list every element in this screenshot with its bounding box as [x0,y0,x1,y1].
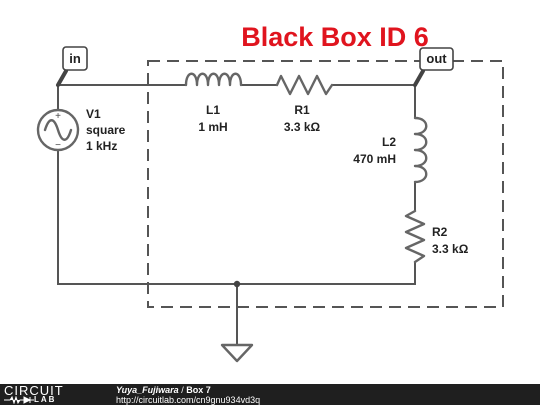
r1-name-label: R1 [294,103,310,117]
source-name-label: V1 [86,107,101,121]
footer-bar: CIRCUIT LAB Yuya_Fujiwara / Box 7 http:/… [0,384,540,405]
circuitlab-logo[interactable]: CIRCUIT LAB [4,384,92,404]
logo-bottom-text: LAB [34,395,57,404]
schematic-title: Black Box ID 6 [241,22,429,52]
l2-value-label: 470 mH [353,152,396,166]
circuit-url-link[interactable]: http://circuitlab.com/cn9gnu934vd3q [116,395,261,405]
l1-value-label: 1 mH [198,120,227,134]
l2-name-label: L2 [382,135,396,149]
logo-top-text: CIRCUIT [4,384,64,398]
circuit-name-link[interactable]: Box 7 [186,385,211,395]
port-out[interactable]: out [413,47,454,87]
source-plus-sign: + [55,111,61,122]
port-out-label: out [426,51,447,66]
source-type-label: square [86,123,126,137]
port-in-label: in [69,51,81,66]
voltage-source-v1[interactable]: + − [36,108,80,152]
r2-name-label: R2 [432,225,448,239]
inductor-l1[interactable] [184,72,243,87]
resistor-r2[interactable] [404,209,426,264]
black-box-boundary [147,60,504,308]
schematic-canvas: Black Box ID 6 + − V1 square 1 kHz L1 1 … [36,22,504,363]
attribution-separator: / [181,385,184,395]
junction-dot [233,280,241,288]
resistor-r1[interactable] [275,74,334,96]
logo-wave-icon [4,396,34,404]
l1-name-label: L1 [206,103,220,117]
r1-value-label: 3.3 kΩ [284,120,321,134]
footer-attribution: Yuya_Fujiwara / Box 7 [116,385,211,395]
r2-value-label: 3.3 kΩ [432,242,469,256]
port-in[interactable]: in [56,46,88,87]
ground-symbol [220,343,254,363]
source-frequency-label: 1 kHz [86,139,117,153]
source-minus-sign: − [55,140,61,151]
inductor-l2[interactable] [413,116,428,184]
author-link[interactable]: Yuya_Fujiwara [116,385,179,395]
